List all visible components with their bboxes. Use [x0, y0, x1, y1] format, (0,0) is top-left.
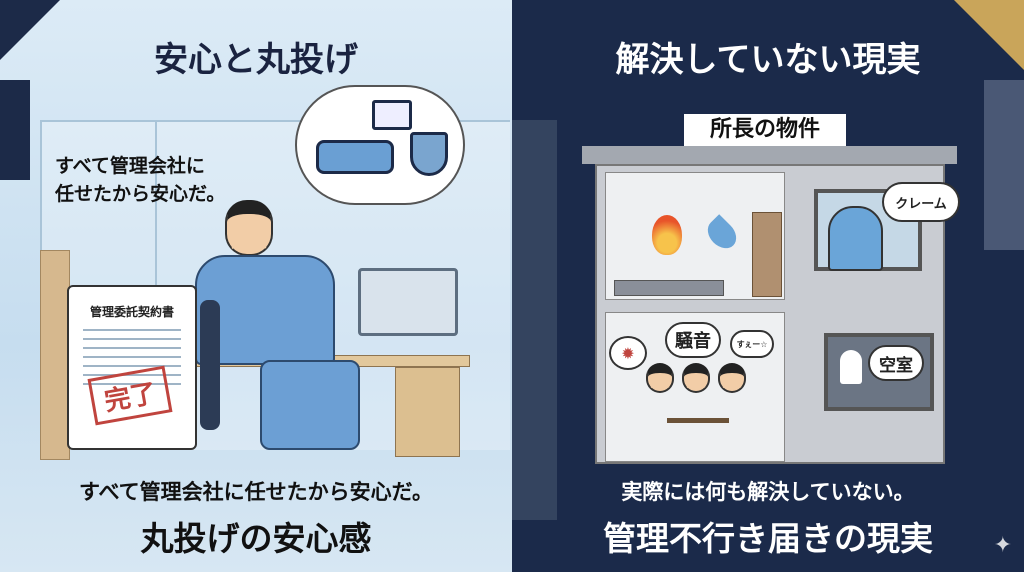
- sofa-icon: [316, 140, 394, 174]
- building-roof: [582, 146, 957, 164]
- left-panel: 安心と丸投げ すべて管理会社に 任せたから安心だ。 管理委託契約書 完了 すべて…: [0, 0, 512, 572]
- resident-on-phone: [828, 206, 883, 271]
- gold-corner-decoration: [954, 0, 1024, 70]
- man-legs: [260, 360, 360, 450]
- corner-decoration: [512, 120, 557, 520]
- book-icon: [372, 100, 412, 130]
- left-caption: すべて管理会社に任せたから安心だ。: [78, 480, 434, 504]
- neighbor-face: [646, 363, 674, 393]
- thought-line-1: すべて管理会社に: [55, 155, 205, 177]
- monitor: [358, 268, 458, 336]
- anger-bubble: ✹: [609, 336, 647, 370]
- man-head: [225, 200, 273, 256]
- left-subtitle: 丸投げの安心感: [140, 519, 372, 558]
- left-title: 安心と丸投げ: [154, 40, 358, 80]
- sparkle-icon: ✦: [993, 533, 1012, 558]
- noise-bubble: 騒音: [665, 322, 721, 358]
- neighbor-face: [718, 363, 746, 393]
- document-title: 管理委託契約書: [89, 305, 174, 319]
- right-subtitle: 管理不行き届きの現実: [603, 519, 933, 558]
- shelf: [40, 250, 70, 460]
- ghost-icon: [840, 350, 862, 384]
- claim-bubble: クレーム: [882, 182, 960, 222]
- desk-drawer: [395, 367, 460, 457]
- right-caption: 実際には何も解決していない。: [621, 480, 915, 504]
- corner-decoration: [0, 80, 30, 180]
- bed: [614, 280, 724, 296]
- vacant-bubble: 空室: [868, 345, 924, 381]
- right-title: 解決していない現実: [615, 40, 921, 80]
- property-sign: 所長の物件: [684, 114, 846, 146]
- right-panel: 解決していない現実 所長の物件 クレーム 空室 ✹ 騒音 すぇー☆ 実際には何も…: [512, 0, 1024, 572]
- fire-icon: [652, 215, 682, 255]
- table: [667, 418, 729, 423]
- shield-icon: [410, 132, 448, 176]
- thought-line-2: 任せたから安心だ。: [55, 183, 226, 205]
- chair: [200, 300, 220, 430]
- thought-text: すべて管理会社に 任せたから安心だ。: [55, 152, 225, 208]
- contract-document: 管理委託契約書 完了: [67, 285, 197, 450]
- exclaim-bubble: すぇー☆: [730, 330, 774, 358]
- door: [752, 212, 782, 297]
- neighbor-face: [682, 363, 710, 393]
- corner-decoration: [0, 0, 60, 60]
- corner-decoration: [984, 80, 1024, 250]
- document-lines: [83, 329, 181, 389]
